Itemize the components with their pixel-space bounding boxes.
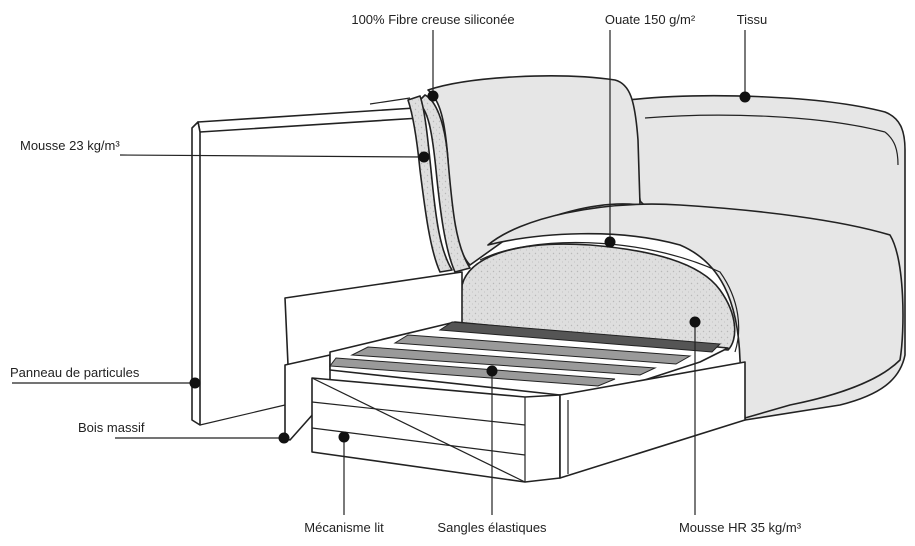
label-mousse-hr: Mousse HR 35 kg/m³	[679, 520, 802, 535]
dot-ouate	[604, 236, 616, 248]
dot-panneau	[189, 377, 201, 389]
solid-wood-left-lower	[284, 354, 331, 441]
particle-board-side	[191, 121, 201, 426]
elastic-straps	[329, 321, 722, 387]
particle-board-panel	[197, 107, 421, 133]
label-panneau: Panneau de particules	[10, 365, 140, 380]
label-tissu: Tissu	[737, 12, 768, 27]
label-mousse23: Mousse 23 kg/m³	[20, 138, 120, 153]
seat-foam-core	[459, 243, 736, 351]
strap-3	[350, 346, 657, 376]
label-mecanisme: Mécanisme lit	[304, 520, 384, 535]
dot-bois	[278, 432, 290, 444]
strap-1	[438, 321, 722, 353]
label-bois: Bois massif	[78, 420, 145, 435]
label-sangles: Sangles élastiques	[437, 520, 547, 535]
dot-tissu	[739, 91, 751, 103]
dot-mousse23	[418, 151, 430, 163]
label-fibre: 100% Fibre creuse siliconée	[351, 12, 514, 27]
callout-lines	[12, 30, 746, 515]
back-fibre-layer	[417, 94, 471, 273]
left-back-foam	[407, 95, 453, 273]
seat-cushion-ouate	[487, 203, 904, 419]
dot-mecanisme	[338, 431, 350, 443]
dot-mousse-hr	[689, 316, 701, 328]
dot-fibre	[427, 90, 439, 102]
strap-4	[329, 357, 616, 387]
callout-dots	[189, 90, 751, 444]
bed-mechanism-front	[311, 377, 561, 483]
label-ouate: Ouate 150 g/m²	[605, 12, 696, 27]
dot-sangles	[486, 365, 498, 377]
bed-mechanism-side	[559, 361, 746, 479]
strap-2	[393, 334, 692, 365]
